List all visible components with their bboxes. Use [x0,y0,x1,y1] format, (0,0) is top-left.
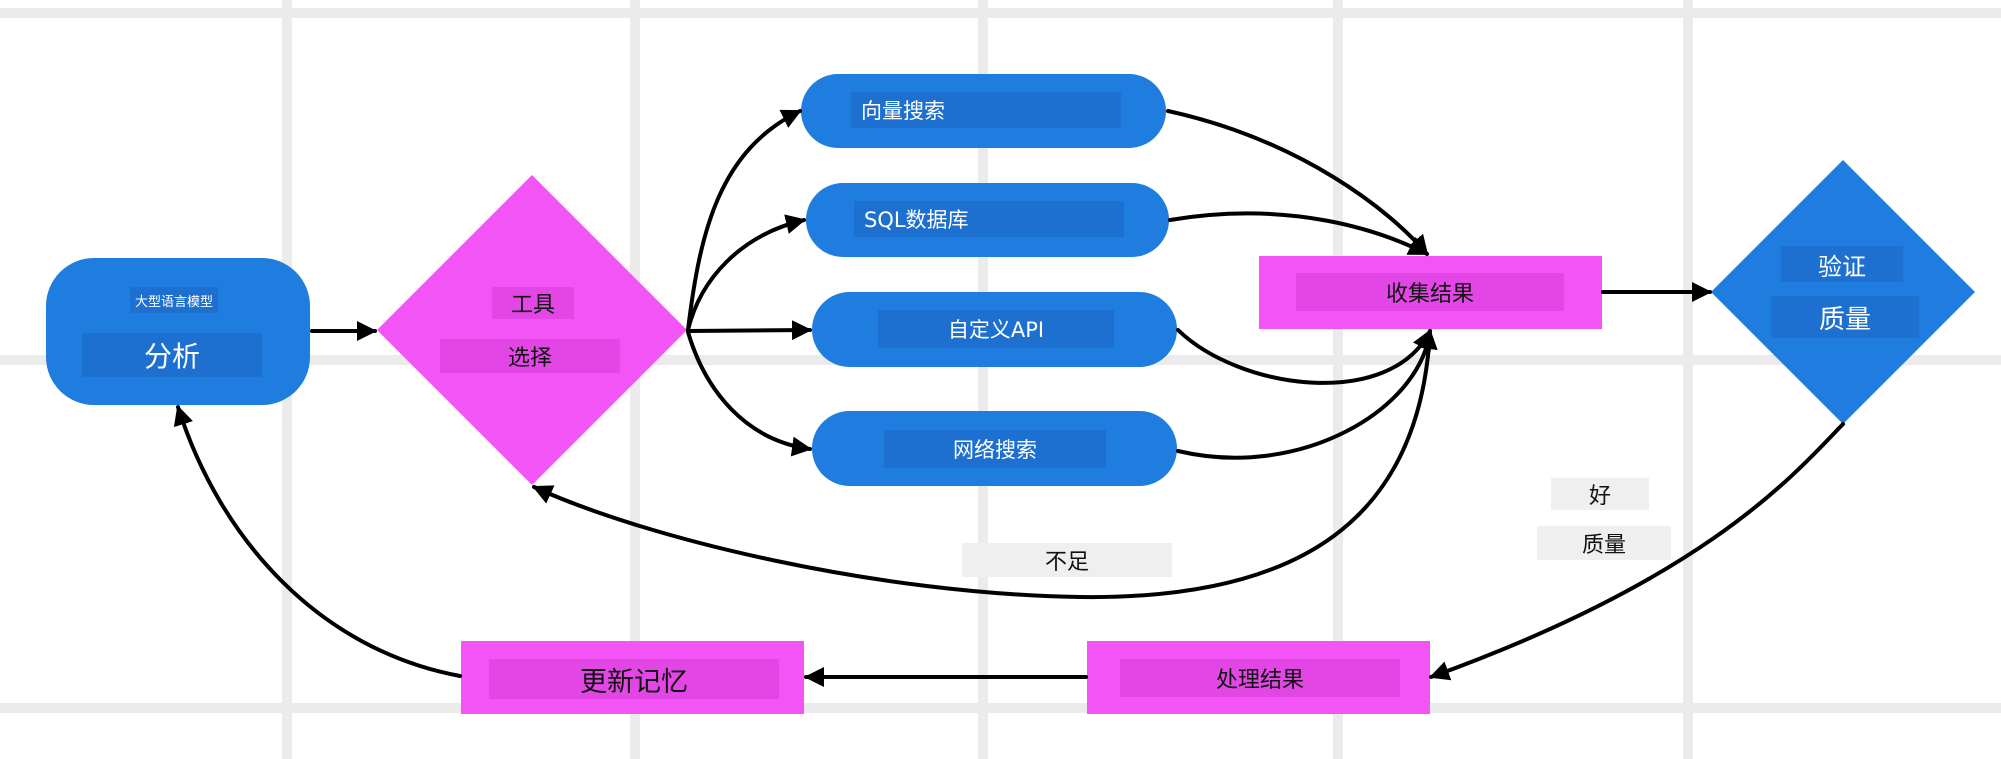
tool-select-diamond [377,175,687,485]
process-results-label: 处理结果 [1215,668,1304,693]
arrow-tool-to-sql [686,214,806,332]
arrow-collect-insufficient-to-tool [532,329,1432,600]
arrow-tool-to-web [686,330,812,457]
llm-title-box: 分析 [82,333,262,377]
update-memory-label: 更新记忆 [580,666,688,698]
tool-select-line2-box: 选择 [440,339,620,373]
good-label-line1: 好 [1551,478,1649,510]
grid-line [1333,0,1343,759]
process-results-box: 处理结果 [1120,659,1400,697]
validate-diamond [1711,160,1975,424]
validate-line1: 验证 [1818,252,1866,281]
vector-search-box: 向量搜索 [851,92,1121,128]
grid-line [0,703,2001,713]
custom-api-box: 自定义API [878,310,1114,348]
tool-select-line1-box: 工具 [492,287,574,319]
insufficient-text: 不足 [1044,550,1089,575]
llm-subtitle: 大型语言模型 [134,294,213,310]
collect-results-node[interactable]: 收集结果 [1259,256,1602,329]
validate-line2: 质量 [1818,304,1871,335]
tool-select-line1: 工具 [510,293,555,318]
arrow-web-to-collect [1176,329,1438,460]
custom-api-node[interactable]: 自定义API [812,292,1177,367]
web-search-node[interactable]: 网络搜索 [812,411,1177,486]
good-text-1: 好 [1588,484,1611,509]
process-results-node[interactable]: 处理结果 [1087,641,1430,714]
good-label-line2: 质量 [1537,526,1671,560]
tool-select-line2: 选择 [507,346,552,371]
sql-database-label: SQL数据库 [864,208,969,232]
vector-search-node[interactable]: 向量搜索 [801,74,1166,148]
llm-subtitle-box: 大型语言模型 [130,287,218,313]
llm-analysis-node[interactable]: 大型语言模型 分析 [46,258,310,405]
validate-line2-box: 质量 [1771,296,1919,338]
custom-api-label: 自定义API [947,318,1045,342]
collect-results-label: 收集结果 [1385,282,1474,307]
update-memory-node[interactable]: 更新记忆 [461,641,804,714]
vector-search-label: 向量搜索 [861,99,945,123]
update-memory-box: 更新记忆 [489,659,779,699]
arrow-validate-good-to-process [1429,422,1845,681]
insufficient-label: 不足 [962,543,1172,577]
arrow-tool-to-api [686,320,812,341]
web-search-box: 网络搜索 [884,430,1106,468]
grid-line [978,0,988,759]
sql-database-box: SQL数据库 [854,201,1124,237]
web-search-label: 网络搜索 [953,438,1037,462]
grid-line [1683,0,1693,759]
grid-line [0,8,2001,18]
arrow-tool-to-vector [686,109,802,332]
arrow-api-to-collect [1176,328,1432,385]
llm-title: 分析 [143,340,200,373]
arrow-vector-to-collect [1166,109,1429,256]
validate-line1-box: 验证 [1781,246,1903,282]
collect-results-box: 收集结果 [1296,273,1564,311]
arrow-sql-to-collect [1168,211,1429,256]
sql-database-node[interactable]: SQL数据库 [806,183,1169,257]
arrow-memory-to-llm [173,405,462,678]
good-text-2: 质量 [1581,533,1626,558]
